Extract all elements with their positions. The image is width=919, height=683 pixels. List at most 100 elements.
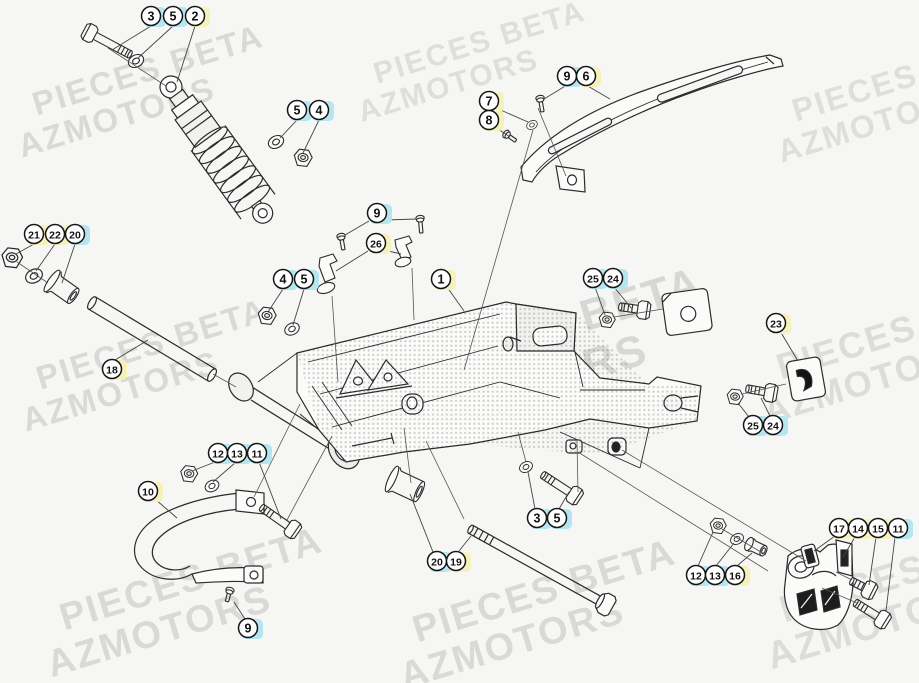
callout-6: 6 <box>575 65 601 87</box>
callout-5: 5 <box>293 268 319 290</box>
construction-line <box>16 261 49 284</box>
callout-9: 9 <box>237 617 263 639</box>
callout-11: 11 <box>887 517 913 539</box>
callout-20: 20 <box>426 550 452 572</box>
leader-line <box>111 25 152 51</box>
leader-line <box>813 535 836 552</box>
construction-line <box>621 449 807 562</box>
callout-18: 18 <box>101 358 127 380</box>
bolt-5 <box>540 471 585 506</box>
callout-12: 12 <box>685 564 711 586</box>
leader-line <box>267 288 284 313</box>
leader-line <box>842 536 856 558</box>
svg-text:6: 6 <box>583 69 590 83</box>
svg-text:4: 4 <box>316 103 323 117</box>
leader-line <box>292 288 305 326</box>
callout-14: 14 <box>847 517 873 539</box>
svg-text:21: 21 <box>28 229 40 241</box>
screw-9 <box>336 232 346 251</box>
washer-7 <box>526 120 538 130</box>
bushing-20 <box>43 269 80 305</box>
leader-line <box>543 84 568 100</box>
leader-line <box>212 462 236 483</box>
leader-line <box>697 531 714 567</box>
callout-3: 3 <box>140 5 166 27</box>
axle-bolt-drawing <box>467 524 617 617</box>
callout-13: 13 <box>704 564 730 586</box>
washer-5 <box>267 134 285 150</box>
callout-20: 20 <box>64 223 90 245</box>
washer-5 <box>284 322 300 336</box>
leader-line <box>868 536 877 586</box>
screw-9 <box>535 94 545 113</box>
construction-line <box>403 427 412 484</box>
leader-line <box>35 243 56 272</box>
chain-slider-drawing <box>520 54 784 193</box>
svg-text:5: 5 <box>294 103 301 117</box>
leader-line <box>446 286 465 312</box>
construction-line <box>331 295 339 383</box>
swingarm-shock-gussets <box>335 358 413 399</box>
leader-line <box>15 243 35 255</box>
swingarm-lug <box>401 393 424 415</box>
callout-21: 21 <box>23 223 49 245</box>
svg-text:11: 11 <box>892 523 903 535</box>
bolt-3 <box>80 22 133 59</box>
swingarm-drawing <box>228 301 702 470</box>
svg-text:22: 22 <box>49 229 61 241</box>
svg-text:5: 5 <box>301 272 308 286</box>
washer-22 <box>25 268 43 284</box>
leader-line <box>885 536 896 612</box>
swingarm-guide-tabs <box>565 437 627 456</box>
leader-line <box>191 461 216 472</box>
svg-text:5: 5 <box>170 9 177 23</box>
leader-line <box>409 493 434 553</box>
bolt-11 <box>852 598 893 630</box>
svg-text:16: 16 <box>729 570 741 582</box>
callout-4: 4 <box>308 99 334 121</box>
leader-line <box>527 471 536 510</box>
callout-13: 13 <box>226 442 252 464</box>
adjuster-block-lower <box>785 356 827 402</box>
leader-line <box>279 119 298 139</box>
svg-text:9: 9 <box>374 206 381 220</box>
construction-line <box>107 47 167 87</box>
axle-arrow <box>351 432 395 447</box>
svg-text:2: 2 <box>192 9 199 23</box>
callout-7: 7 <box>478 90 504 112</box>
callout-23: 23 <box>765 312 791 334</box>
screw-9 <box>224 586 235 603</box>
leader-line <box>613 286 633 310</box>
svg-text:14: 14 <box>852 523 864 535</box>
callout-1: 1 <box>430 268 456 290</box>
svg-text:12: 12 <box>690 570 702 582</box>
construction-line <box>212 373 237 388</box>
leader-line <box>233 601 246 620</box>
callout-11: 11 <box>246 442 272 464</box>
svg-text:13: 13 <box>709 570 721 582</box>
bolt-24 <box>618 300 652 321</box>
svg-text:25: 25 <box>747 420 759 432</box>
svg-text:8: 8 <box>486 113 493 127</box>
leader-line <box>302 119 320 154</box>
svg-text:17: 17 <box>833 523 845 535</box>
callout-5: 5 <box>546 507 572 529</box>
svg-text:4: 4 <box>280 272 287 286</box>
callout-5: 5 <box>162 5 188 27</box>
callout-9: 9 <box>556 65 582 87</box>
construction-line <box>286 435 333 521</box>
adjuster-block-upper <box>661 288 713 336</box>
leader-line <box>176 25 196 83</box>
nut-25 <box>598 311 616 329</box>
svg-text:20: 20 <box>69 229 81 241</box>
construction-line <box>741 383 787 395</box>
svg-text:25: 25 <box>587 273 599 285</box>
spacer-16 <box>744 536 768 557</box>
chain-clamp-drawings <box>316 235 413 295</box>
nut-21 <box>1 247 24 269</box>
guide-insert-drawing <box>800 543 820 569</box>
construction-line <box>463 129 534 371</box>
svg-text:20: 20 <box>431 556 443 568</box>
callout-25: 25 <box>742 414 768 436</box>
